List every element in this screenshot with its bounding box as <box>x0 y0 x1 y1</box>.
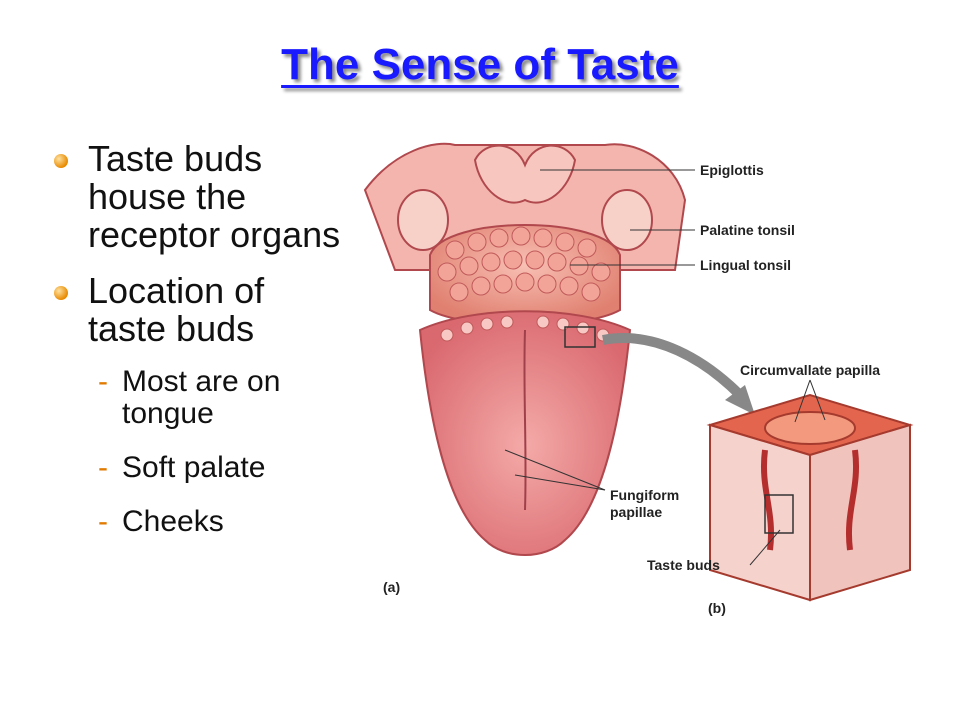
zoom-arrow-icon <box>602 333 744 399</box>
label-fungiform-line2: papillae <box>610 504 662 520</box>
tongue-diagram: Epiglottis Palatine tonsil Lingual tonsi… <box>363 142 914 616</box>
circumvallate-papilla-illustration <box>706 393 914 602</box>
label-circumvallate-papilla: Circumvallate papilla <box>740 362 880 378</box>
label-panel-a: (a) <box>383 579 400 595</box>
bullet-item: Location of taste buds <box>52 272 352 348</box>
label-taste-buds: Taste buds <box>647 557 720 573</box>
sub-bullet-text: Soft palate <box>122 451 266 484</box>
bullet-dot-icon <box>54 286 68 300</box>
bullet-dot-icon <box>54 154 68 168</box>
bullet-text: Taste buds house the receptor organs <box>88 138 341 255</box>
lingual-tonsil-illustration <box>429 224 621 326</box>
label-epiglottis: Epiglottis <box>700 162 764 178</box>
leader-lines <box>504 169 826 566</box>
bullet-text: Location of taste buds <box>88 270 265 349</box>
slide-title: The Sense of Taste <box>281 40 679 89</box>
bullet-item: Taste buds house the receptor organs <box>52 140 352 254</box>
tongue-illustration <box>418 310 632 556</box>
sub-bullet-list: - Most are on tongue - Soft palate - Che… <box>52 366 352 538</box>
sub-bullet-item: - Cheeks <box>52 506 352 538</box>
zoom-arrowhead-icon <box>725 385 755 415</box>
bullet-list: Taste buds house the receptor organs Loc… <box>52 140 352 560</box>
dash-icon: - <box>98 505 108 538</box>
sub-bullet-item: - Soft palate <box>52 452 352 484</box>
dash-icon: - <box>98 451 108 484</box>
label-fungiform-line1: Fungiform <box>610 487 679 503</box>
label-lingual-tonsil: Lingual tonsil <box>700 257 791 273</box>
pharynx-illustration <box>363 142 687 271</box>
label-panel-b: (b) <box>708 600 726 616</box>
sub-bullet-text: Most are on tongue <box>122 365 281 430</box>
dash-icon: - <box>98 365 108 398</box>
label-palatine-tonsil: Palatine tonsil <box>700 222 795 238</box>
sub-bullet-item: - Most are on tongue <box>52 366 352 430</box>
sub-bullet-text: Cheeks <box>122 505 224 538</box>
